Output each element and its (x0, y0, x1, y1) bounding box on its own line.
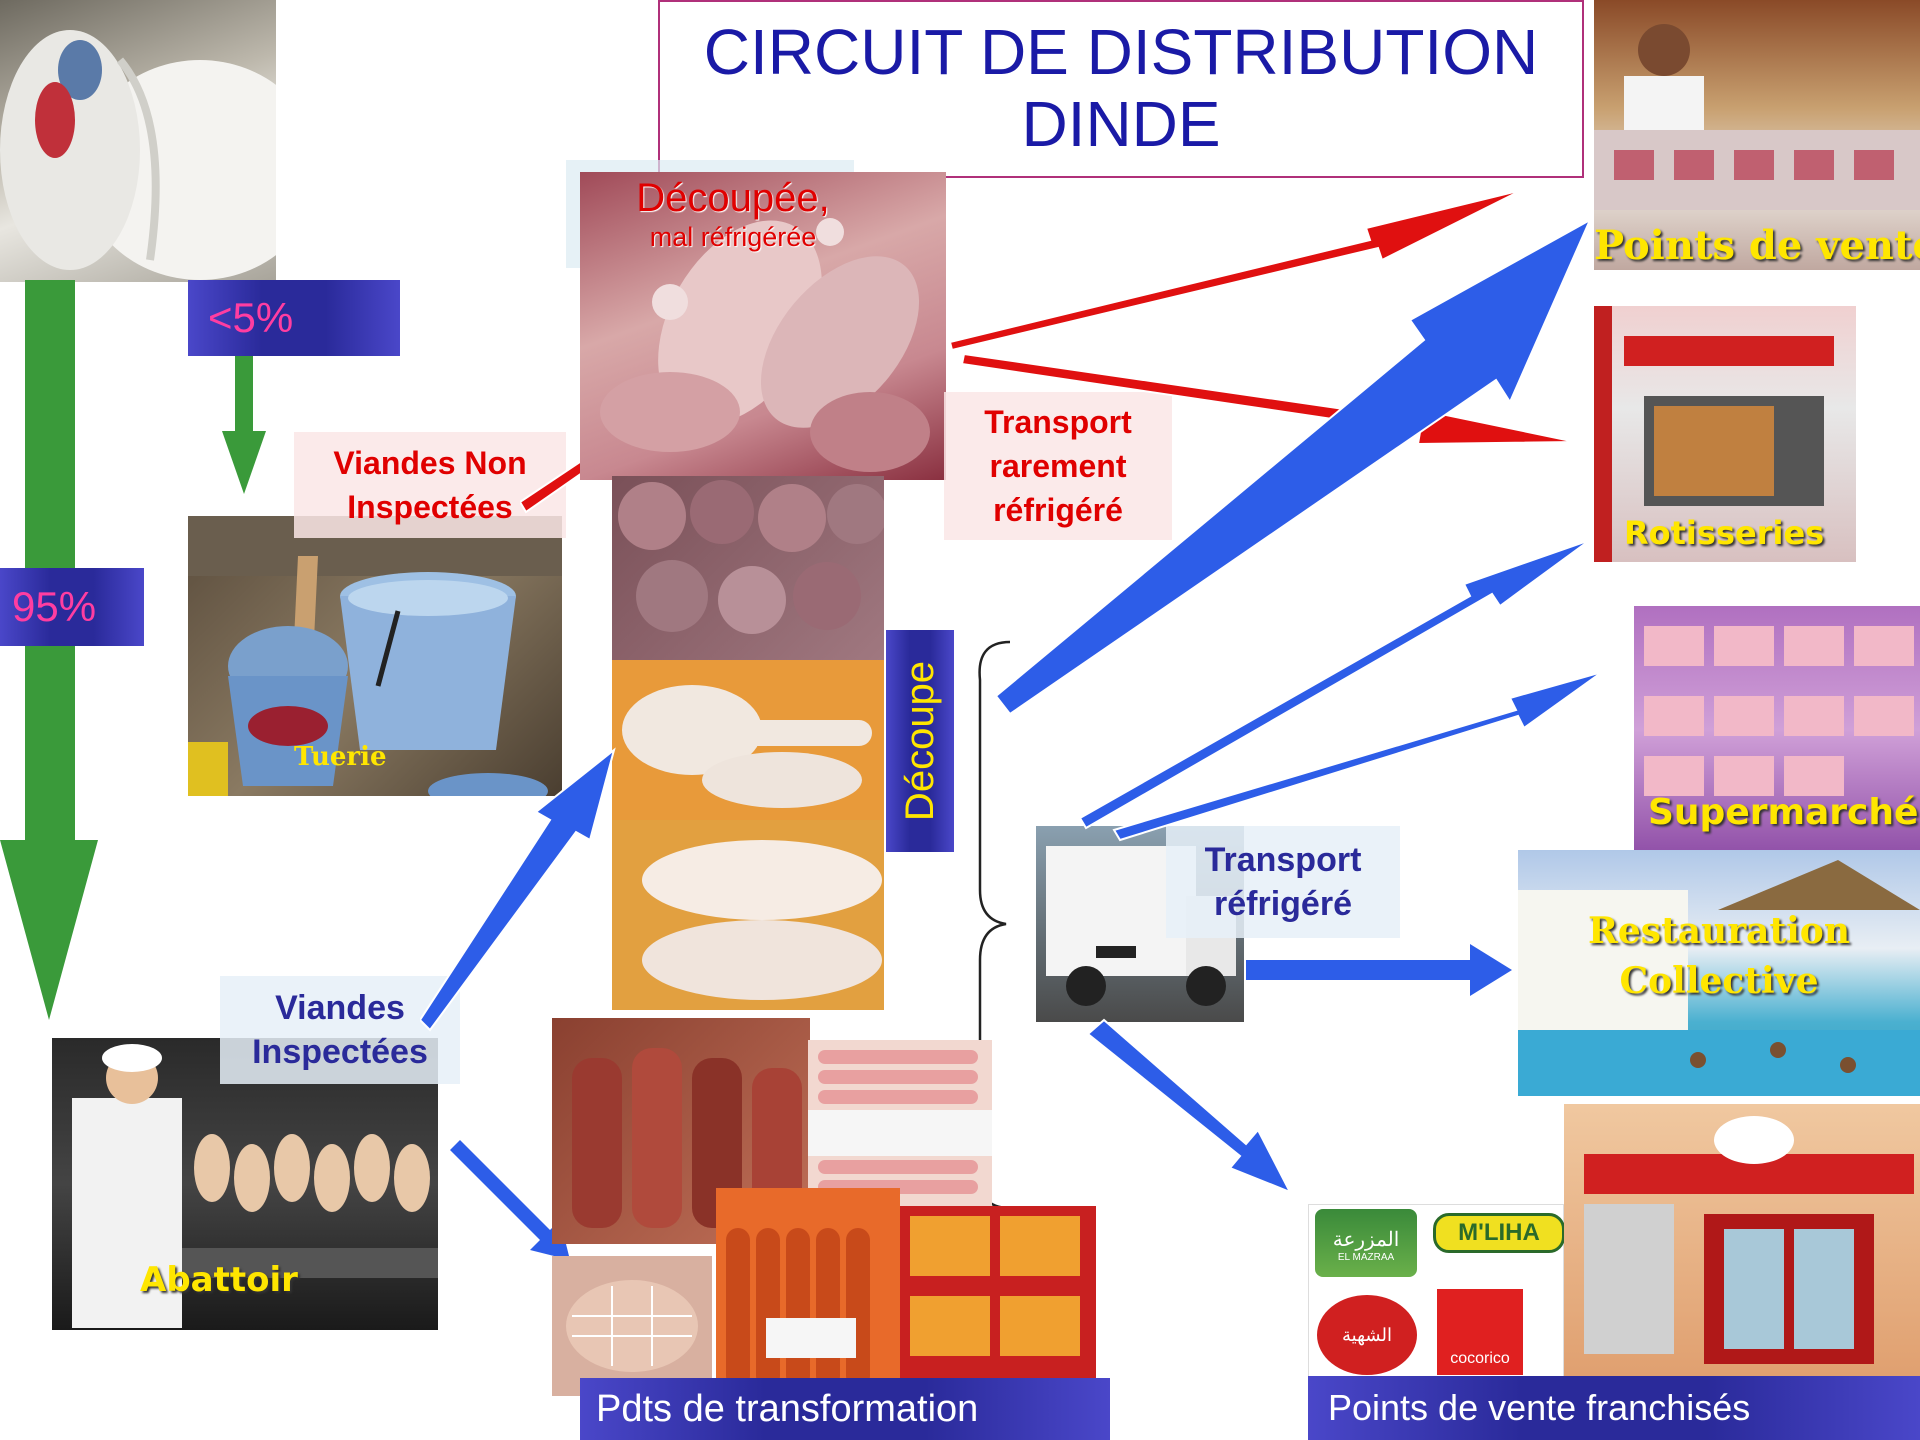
merguez-photo (716, 1188, 900, 1396)
mazraa-arabic: المزرعة (1332, 1229, 1400, 1251)
roast-photo (552, 1256, 712, 1396)
percent-small-label: <5% (188, 280, 400, 356)
pdts-transformation-label: Pdts de transformation (580, 1378, 1110, 1440)
mazraa-latin: EL MAZRAA (1337, 1252, 1395, 1263)
green-arrow-5 (222, 356, 266, 494)
transport-rare-label: Transport rarement réfrigéré (944, 392, 1172, 540)
drumsticks-photo (612, 660, 884, 820)
decoupe-label: Découpe (898, 660, 942, 822)
points-vente-photo: Points de vente (1594, 0, 1920, 270)
tuerie-label: Tuerie (294, 742, 387, 772)
franchises-label: Points de vente franchisés (1308, 1376, 1920, 1440)
turkey-photo (0, 0, 276, 282)
decoupe-box: Découpe (886, 630, 954, 852)
franchise-shop-photo (1564, 1104, 1920, 1376)
cocorico-logo: cocorico (1437, 1289, 1523, 1375)
slices-photo (612, 476, 884, 660)
blue-arrows-abattoir (420, 747, 616, 1260)
decoupee-label-1: Découpée, (636, 176, 830, 220)
franchise-logos: المزرعة EL MAZRAA M'LIHA الشهية cocorico (1308, 1204, 1565, 1378)
breast-photo (612, 820, 884, 1010)
supermarche-label: Supermarché (1648, 792, 1919, 833)
inspected-label: Viandes Inspectées (220, 976, 460, 1084)
points-vente-label: Points de vente (1594, 222, 1920, 269)
green-arrow-95 (0, 280, 98, 1020)
mliha-logo: M'LIHA (1433, 1213, 1565, 1253)
title-line-2: DINDE (1021, 88, 1221, 160)
restauration-photo: Restauration Collective (1518, 850, 1920, 1096)
nuggets-photo (900, 1206, 1096, 1382)
restauration-label: Restauration Collective (1587, 910, 1850, 1002)
rotisseries-photo: Rotisseries (1594, 306, 1856, 562)
percent-large-label: 95% (0, 568, 144, 646)
non-inspected-label: Viandes Non Inspectées (294, 432, 566, 538)
abattoir-label: Abattoir (140, 1260, 298, 1300)
transport-ref-label: Transport réfrigéré (1166, 826, 1400, 938)
abattoir-photo: Abattoir (52, 1038, 438, 1330)
franks-photo (808, 1040, 992, 1218)
decoupee-photo (580, 172, 946, 480)
chahia-logo: الشهية (1317, 1295, 1417, 1375)
decoupee-label-2: mal réfrigérée (649, 222, 817, 252)
rotisseries-label: Rotisseries (1624, 514, 1825, 552)
mazraa-logo: المزرعة EL MAZRAA (1315, 1209, 1417, 1277)
supermarche-photo: Supermarché (1634, 606, 1920, 854)
title-line-1: CIRCUIT DE DISTRIBUTION (703, 16, 1539, 88)
blue-arrows-outlets (994, 217, 1603, 1194)
title-box: CIRCUIT DE DISTRIBUTION DINDE (658, 0, 1584, 178)
